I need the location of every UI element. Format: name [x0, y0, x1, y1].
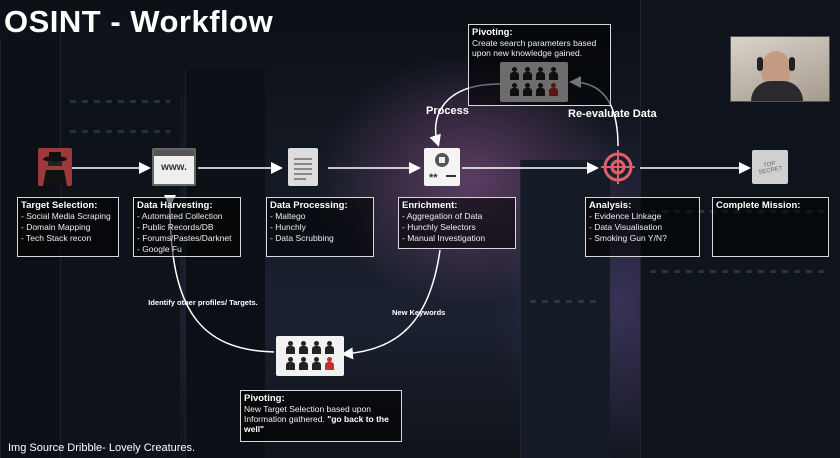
- label-reevaluate: Re-evaluate Data: [568, 108, 657, 120]
- person-icon-highlight: [324, 357, 335, 371]
- label-identify: Identify other profiles/ Targets.: [148, 298, 258, 307]
- pivot-top-box: Pivoting: Create search parameters based…: [468, 24, 611, 106]
- target-icon: [600, 148, 636, 186]
- step-item: - Tech Stack recon: [21, 233, 92, 243]
- step-complete-mission: Complete Mission:: [712, 197, 829, 257]
- person-icon: [285, 341, 296, 355]
- pivot-text-body: New Target Selection based upon Informat…: [244, 404, 371, 424]
- step-item: - Google Fu: [137, 244, 182, 254]
- page-title: OSINT - Workflow: [4, 4, 274, 39]
- step-target-selection: Target Selection: - Social Media Scrapin…: [17, 197, 119, 257]
- step-enrichment: Enrichment: - Aggregation of Data - Hunc…: [398, 197, 516, 249]
- step-heading: Enrichment:: [402, 200, 458, 211]
- step-item: - Data Visualisation: [589, 222, 663, 232]
- step-heading: Target Selection:: [21, 200, 98, 211]
- step-item: - Smoking Gun Y/N?: [589, 233, 667, 243]
- arrow-enrich-to-pivot-bottom: [341, 249, 441, 360]
- step-data-harvesting: Data Harvesting: - Automated Collection …: [133, 197, 241, 257]
- image-source-caption: Img Source Dribble- Lovely Creatures.: [8, 442, 196, 454]
- pivot-heading: Pivoting:: [472, 27, 513, 38]
- step-analysis: Analysis: - Evidence Linkage - Data Visu…: [585, 197, 700, 257]
- pivot-bottom-box: Pivoting: New Target Selection based upo…: [240, 390, 402, 442]
- step-item: - Manual Investigation: [402, 233, 486, 243]
- people-grid-icon-bottom: [276, 336, 344, 376]
- person-icon: [324, 341, 335, 355]
- person-icon: [298, 341, 309, 355]
- step-data-processing: Data Processing: - Maltego - Hunchly - D…: [266, 197, 374, 257]
- webcam-overlay: [730, 36, 830, 102]
- folder-icon-text: TOP SECRET: [758, 161, 784, 177]
- step-heading: Data Processing:: [270, 200, 348, 211]
- step-item: - Evidence Linkage: [589, 211, 662, 221]
- step-heading: Complete Mission:: [716, 200, 801, 211]
- document-icon: [288, 148, 318, 186]
- step-item: - Automated Collection: [137, 211, 223, 221]
- step-item: - Hunchly Selectors: [402, 222, 476, 232]
- person-icon: [311, 357, 322, 371]
- browser-icon: www.: [152, 148, 196, 186]
- svg-text:**: **: [429, 172, 438, 184]
- label-new-keywords: New Keywords: [392, 308, 446, 317]
- step-item: - Data Scrubbing: [270, 233, 334, 243]
- label-process: Process: [426, 105, 469, 117]
- person-icon: [311, 341, 322, 355]
- step-item: - Maltego: [270, 211, 306, 221]
- step-heading: Analysis:: [589, 200, 632, 211]
- person-icon: [285, 357, 296, 371]
- step-item: - Public Records/DB: [137, 222, 214, 232]
- step-item: - Domain Mapping: [21, 222, 91, 232]
- step-item: - Hunchly: [270, 222, 306, 232]
- step-item: - Aggregation of Data: [402, 211, 483, 221]
- browser-icon-text: www.: [161, 162, 187, 173]
- pivot-heading: Pivoting:: [244, 393, 285, 404]
- password-icon: **: [424, 148, 460, 186]
- pivot-text: New Target Selection based upon Informat…: [241, 404, 401, 434]
- pivot-text: Create search parameters based upon new …: [472, 38, 597, 58]
- pivot-text-emphasis: "go back to the well": [244, 414, 389, 434]
- folder-icon: TOP SECRET: [752, 150, 788, 184]
- step-item: - Social Media Scraping: [21, 211, 111, 221]
- step-item: - Forums/Pastes/Darknet: [137, 233, 232, 243]
- person-icon: [298, 357, 309, 371]
- step-heading: Data Harvesting:: [137, 200, 213, 211]
- spy-icon: [38, 148, 72, 186]
